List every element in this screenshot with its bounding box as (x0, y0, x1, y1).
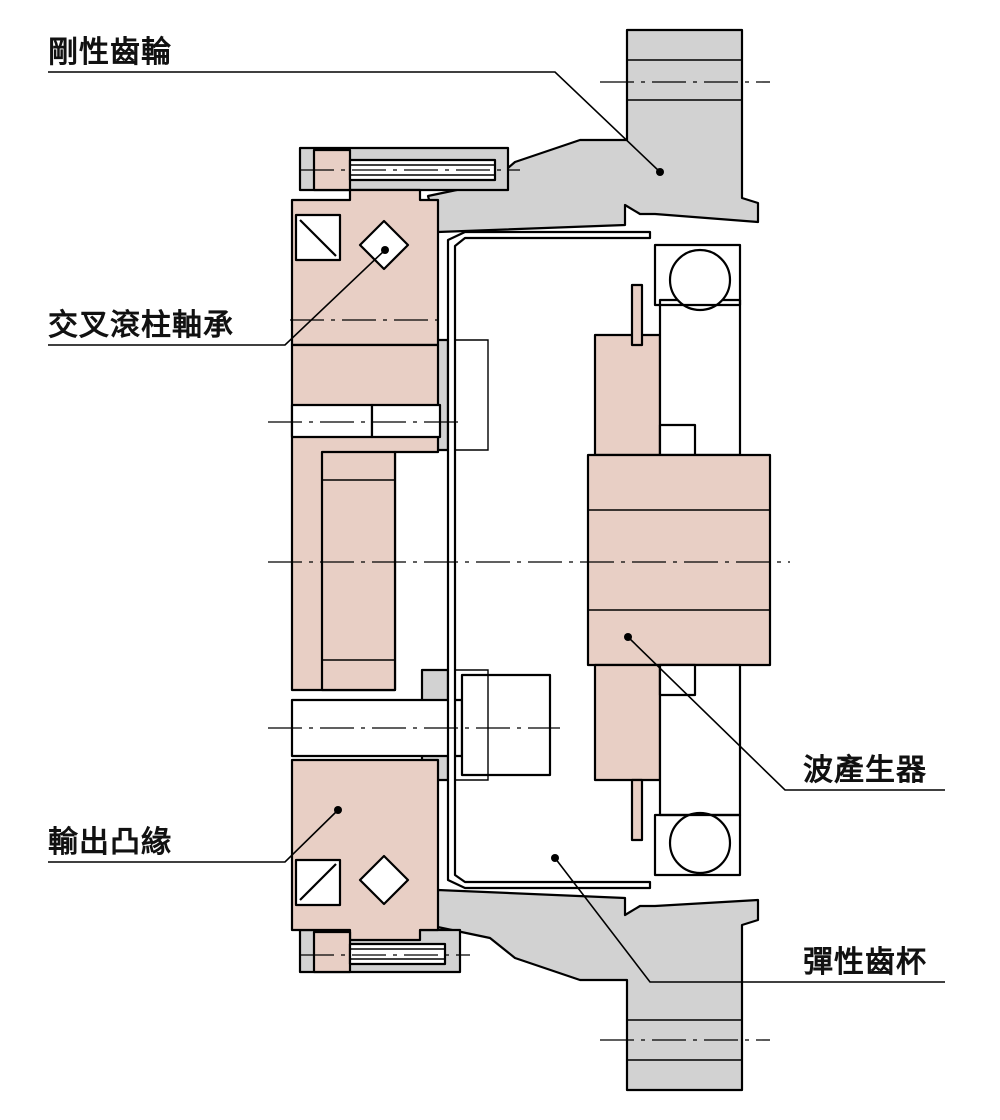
leader-dot-wave-generator (624, 633, 632, 641)
label-circular-spline: 剛性齒輪 (48, 35, 172, 70)
center-lines (268, 81, 790, 1041)
label-wave-generator: 波產生器 (803, 753, 927, 788)
leader-dot-flexspline (551, 854, 559, 862)
label-flexspline: 彈性齒杯 (803, 945, 927, 980)
cross-roller-bearing-part (294, 213, 410, 907)
leader-dot-output-flange (334, 806, 342, 814)
output-flange-part (290, 148, 440, 974)
label-output-flange: 輸出凸緣 (48, 825, 172, 860)
leader-dot-bearing (381, 246, 389, 254)
label-cross-roller-bearing: 交叉滾柱軸承 (48, 308, 234, 343)
wave-generator-part (586, 243, 772, 877)
flexspline-part (446, 230, 652, 890)
leader-dot-circular-spline (656, 168, 664, 176)
leader-lines (48, 71, 945, 983)
